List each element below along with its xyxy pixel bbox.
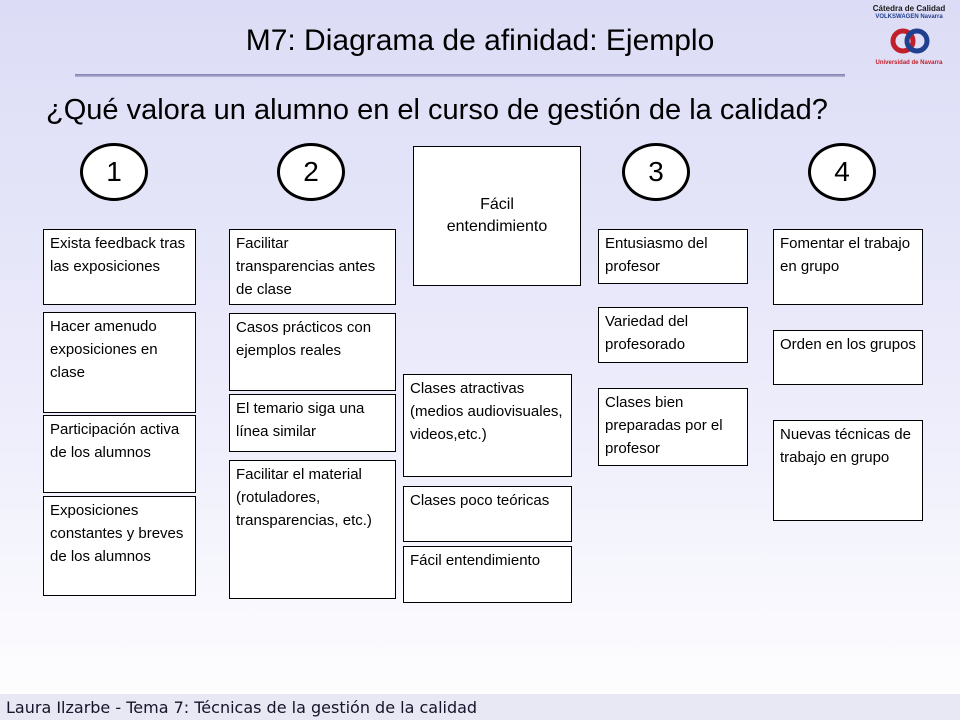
center-note: Fácil entendimiento — [403, 546, 572, 603]
center-header-label: Fácil entendimiento — [446, 196, 548, 235]
slide-subtitle: ¿Qué valora un alumno en el curso de ges… — [46, 94, 828, 126]
group-4-note: Fomentar el trabajo en grupo — [773, 229, 923, 305]
footer-bar: Laura Ilzarbe - Tema 7: Técnicas de la g… — [0, 694, 960, 720]
group-3-note: Entusiasmo del profesor — [598, 229, 748, 284]
group-3-note: Variedad del profesorado — [598, 307, 748, 363]
group-1-note: Hacer amenudo exposiciones en clase — [43, 312, 196, 413]
group-1-note: Exposiciones constantes y breves de los … — [43, 496, 196, 596]
group-3-note: Clases bien preparadas por el profesor — [598, 388, 748, 466]
slide-title: M7: Diagrama de afinidad: Ejemplo — [245, 24, 715, 57]
logo-mark-icon — [890, 28, 930, 54]
center-note: Clases atractivas (medios audiovisuales,… — [403, 374, 572, 477]
logo: Cátedra de Calidad VOLKSWAGEN Navarra Un… — [860, 2, 958, 72]
logo-line-2: VOLKSWAGEN Navarra — [875, 14, 943, 20]
center-note: Clases poco teóricas — [403, 486, 572, 542]
group-4-note: Nuevas técnicas de trabajo en grupo — [773, 420, 923, 521]
group-4-note: Orden en los grupos — [773, 330, 923, 385]
logo-line-1: Cátedra de Calidad — [872, 4, 946, 13]
group-2-note: El temario siga una línea similar — [229, 394, 396, 452]
group-1-note: Participación activa de los alumnos — [43, 415, 196, 493]
group-1-circle: 1 — [80, 143, 148, 201]
group-4-circle: 4 — [808, 143, 876, 201]
group-2-circle: 2 — [277, 143, 345, 201]
group-2-note: Facilitar transparencias antes de clase — [229, 229, 396, 305]
footer-text: Laura Ilzarbe - Tema 7: Técnicas de la g… — [6, 698, 478, 717]
group-1-note: Exista feedback tras las exposiciones — [43, 229, 196, 305]
logo-line-3: Universidad de Navarra — [875, 60, 943, 66]
group-2-note: Facilitar el material (rotuladores, tran… — [229, 460, 396, 599]
center-header-card: Fácil entendimiento — [413, 146, 581, 286]
group-3-circle: 3 — [622, 143, 690, 201]
group-2-note: Casos prácticos con ejemplos reales — [229, 313, 396, 391]
title-rule — [75, 74, 845, 77]
